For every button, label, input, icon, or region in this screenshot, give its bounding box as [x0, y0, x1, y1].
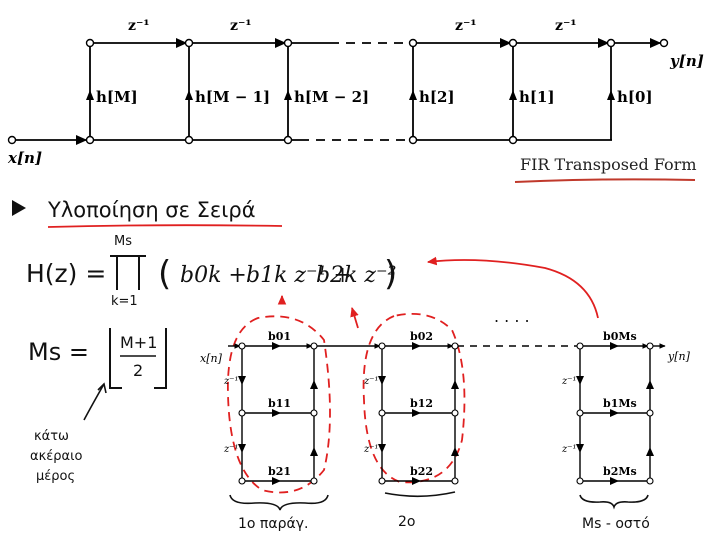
bullet-arrow-icon — [12, 200, 26, 216]
section1-circle — [227, 315, 331, 494]
delay-label: z⁻¹ — [363, 376, 379, 387]
coef-label-h2: h[2] — [419, 88, 455, 106]
section3-note: Ms - οστό — [582, 516, 650, 532]
caption-underline — [514, 178, 696, 183]
left-paren: ( — [158, 254, 171, 294]
product-symbol — [110, 255, 146, 290]
delay-label: z⁻¹ — [230, 18, 251, 34]
hz-lhs: H(z) = — [26, 259, 106, 288]
section-1: b01 b11 b21 z⁻¹ z⁻¹ — [223, 330, 318, 485]
coef-b2Ms: b2Ms — [603, 465, 637, 478]
section2-note: 2ο — [398, 514, 415, 530]
red-annotations — [227, 256, 599, 494]
coef-label-hM-1: h[M − 1] — [195, 88, 270, 106]
brace-section2 — [384, 491, 456, 498]
coef-b22: b22 — [410, 465, 433, 478]
output-label: y[n] — [669, 52, 704, 70]
delay-label: z⁻¹ — [363, 444, 379, 455]
delay-label: z⁻¹ — [561, 376, 577, 387]
floor-note-line3: μέρος — [36, 469, 75, 484]
fir-transposed-diagram: z⁻¹ z⁻¹ z⁻¹ z⁻¹ h[M] h[M − 1] h[M − 2] h… — [7, 18, 704, 183]
floor-note-line1: κάτω — [34, 429, 69, 444]
delay-label: z⁻¹ — [561, 444, 577, 455]
section-2: b02 b12 b22 z⁻¹ z⁻¹ — [363, 330, 459, 485]
coef-b12: b12 — [410, 397, 433, 410]
ellipsis-dots: . . . . — [494, 307, 530, 326]
coef-label-h0: h[0] — [617, 88, 653, 106]
arrow-section2 — [350, 306, 359, 329]
ms-denominator: 2 — [133, 361, 143, 380]
product-lower-limit: k=1 — [111, 294, 138, 309]
cascade-diagram: b01 b11 b21 z⁻¹ z⁻¹ b02 — [200, 330, 691, 532]
term-b2: b2k z⁻² — [316, 263, 396, 288]
coef-b1Ms: b1Ms — [603, 397, 637, 410]
heading-underline — [47, 224, 283, 228]
floor-note-arrow — [83, 383, 105, 421]
diagram-caption: FIR Transposed Form — [520, 155, 697, 174]
right-paren: ) — [384, 254, 397, 294]
brace-section1 — [229, 494, 329, 511]
flowgraph-nodes — [7, 38, 669, 145]
coef-label-h1: h[1] — [519, 88, 555, 106]
coef-b01: b01 — [268, 330, 291, 343]
product-upper-limit: Ms — [114, 234, 132, 249]
ms-numerator: M+1 — [120, 333, 157, 352]
brace-section3 — [579, 494, 649, 510]
term-b1: b1k z⁻¹ + — [246, 263, 352, 288]
delay-label: z⁻¹ — [223, 376, 239, 387]
section1-note: 1ο παράγ. — [238, 516, 308, 532]
coef-b02: b02 — [410, 330, 433, 343]
cascade-output-label: y[n] — [667, 350, 691, 363]
section2-circle — [362, 313, 466, 484]
section-heading: Υλοποίηση σε Σειρά — [47, 198, 256, 222]
coef-label-hM-2: h[M − 2] — [294, 88, 369, 106]
delay-label: z⁻¹ — [128, 18, 149, 34]
arrow-to-formula — [426, 256, 599, 319]
coef-b0Ms: b0Ms — [603, 330, 637, 343]
floor-brackets — [109, 328, 167, 389]
section-Ms: b0Ms b1Ms b2Ms z⁻¹ z⁻¹ — [561, 330, 654, 485]
delay-label: z⁻¹ — [555, 18, 576, 34]
handwritten-notes: Υλοποίηση σε Σειρά H(z) = Ms k=1 ( b0k +… — [12, 198, 530, 484]
delay-label: z⁻¹ — [223, 444, 239, 455]
coef-label-hM: h[M] — [96, 88, 138, 106]
floor-note-line2: ακέραιο — [30, 449, 82, 464]
coef-b11: b11 — [268, 397, 291, 410]
coefficient-arrowheads — [86, 90, 615, 100]
coef-b21: b21 — [268, 465, 291, 478]
term-b0: b0k + — [180, 263, 247, 288]
delay-label: z⁻¹ — [455, 18, 476, 34]
ms-lhs: Ms = — [28, 338, 89, 366]
input-label: x[n] — [7, 149, 42, 167]
cascade-input-label: x[n] — [200, 352, 223, 365]
